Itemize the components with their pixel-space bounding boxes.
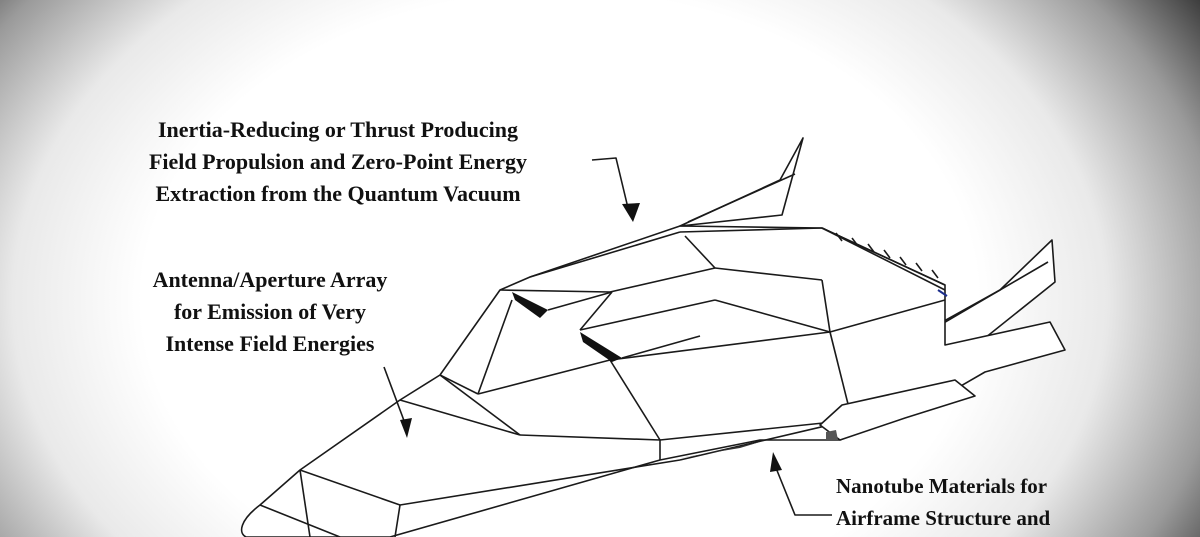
ventral-fin bbox=[680, 379, 976, 458]
callout-arrow-antenna bbox=[383, 366, 412, 438]
propulsion-label-line-3: Extraction from the Quantum Vacuum bbox=[155, 181, 521, 206]
antenna-label-line-3: Intense Field Energies bbox=[165, 331, 375, 356]
vertical-fin-left bbox=[679, 137, 804, 227]
propulsion-label: Inertia-Reducing or Thrust Producing Fie… bbox=[96, 114, 580, 210]
propulsion-label-line-2: Field Propulsion and Zero-Point Energy bbox=[148, 149, 528, 174]
radiator-slats bbox=[821, 227, 948, 297]
nanotube-label-line-2: Airframe Structure and bbox=[836, 506, 1051, 530]
propulsion-label-line-1: Inertia-Reducing or Thrust Producing bbox=[158, 117, 518, 142]
intake-details bbox=[512, 291, 701, 362]
panel-lines bbox=[259, 227, 946, 537]
antenna-label-line-1: Antenna/Aperture Array bbox=[152, 267, 388, 292]
callout-arrow-propulsion bbox=[591, 157, 640, 222]
nanotube-label-line-1: Nanotube Materials for bbox=[836, 474, 1048, 498]
callout-arrow-nanotube bbox=[770, 452, 832, 516]
antenna-label-line-2: for Emission of Very bbox=[173, 299, 367, 324]
antenna-label: Antenna/Aperture Array for Emission of V… bbox=[110, 264, 430, 360]
nanotube-label: Nanotube Materials for Airframe Structur… bbox=[836, 470, 1136, 534]
